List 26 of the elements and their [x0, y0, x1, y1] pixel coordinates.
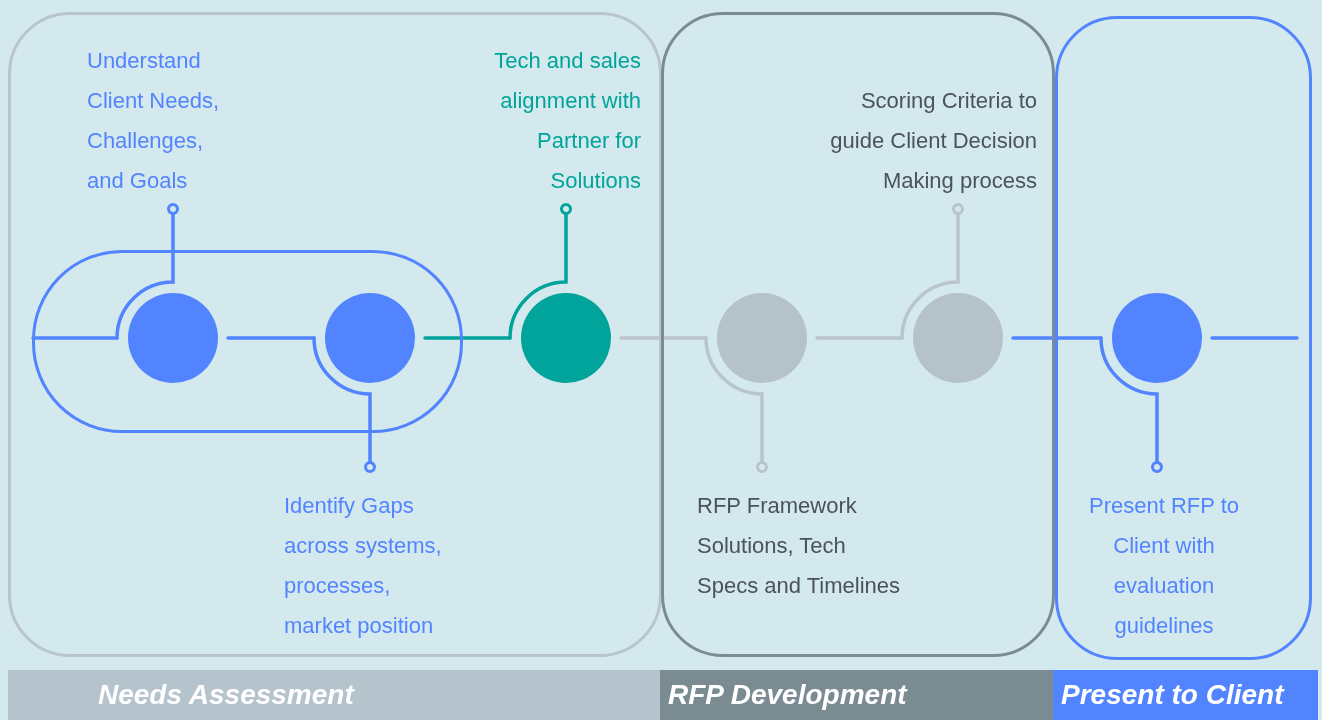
leader-line	[508, 203, 572, 340]
step-label: Scoring Criteria to guide Client Decision Making process	[812, 81, 1037, 201]
connector-line	[619, 336, 708, 340]
phase-band: Present to Client	[1053, 670, 1318, 720]
phase-band: Needs Assessment	[8, 670, 660, 720]
connector-line	[226, 336, 316, 340]
connector-line	[423, 336, 512, 340]
connector-line	[1011, 336, 1103, 340]
step-label: RFP Framework Solutions, Tech Specs and Timelines	[697, 486, 902, 606]
connector-line	[31, 336, 119, 340]
leader-line	[1099, 336, 1163, 473]
phase-frame	[8, 12, 662, 657]
leader-line	[312, 336, 376, 473]
leader-line	[900, 203, 964, 340]
phase-frame	[661, 12, 1055, 657]
leader-line	[704, 336, 768, 473]
phase-band: RFP Development	[660, 670, 1053, 720]
step-label: Tech and sales alignment with Partner for Solutions	[441, 41, 641, 201]
connector-line	[815, 336, 904, 340]
step-label: Understand Client Needs, Challenges, and Goals	[87, 41, 245, 201]
group-frame	[32, 250, 463, 433]
phase-frame	[1055, 16, 1312, 660]
step-label: Identify Gaps across systems, processes, market position	[284, 486, 459, 646]
step-label: Present RFP to Client with evaluation guidelines	[1069, 486, 1259, 646]
connector-line	[1210, 336, 1299, 340]
leader-line	[115, 203, 179, 340]
